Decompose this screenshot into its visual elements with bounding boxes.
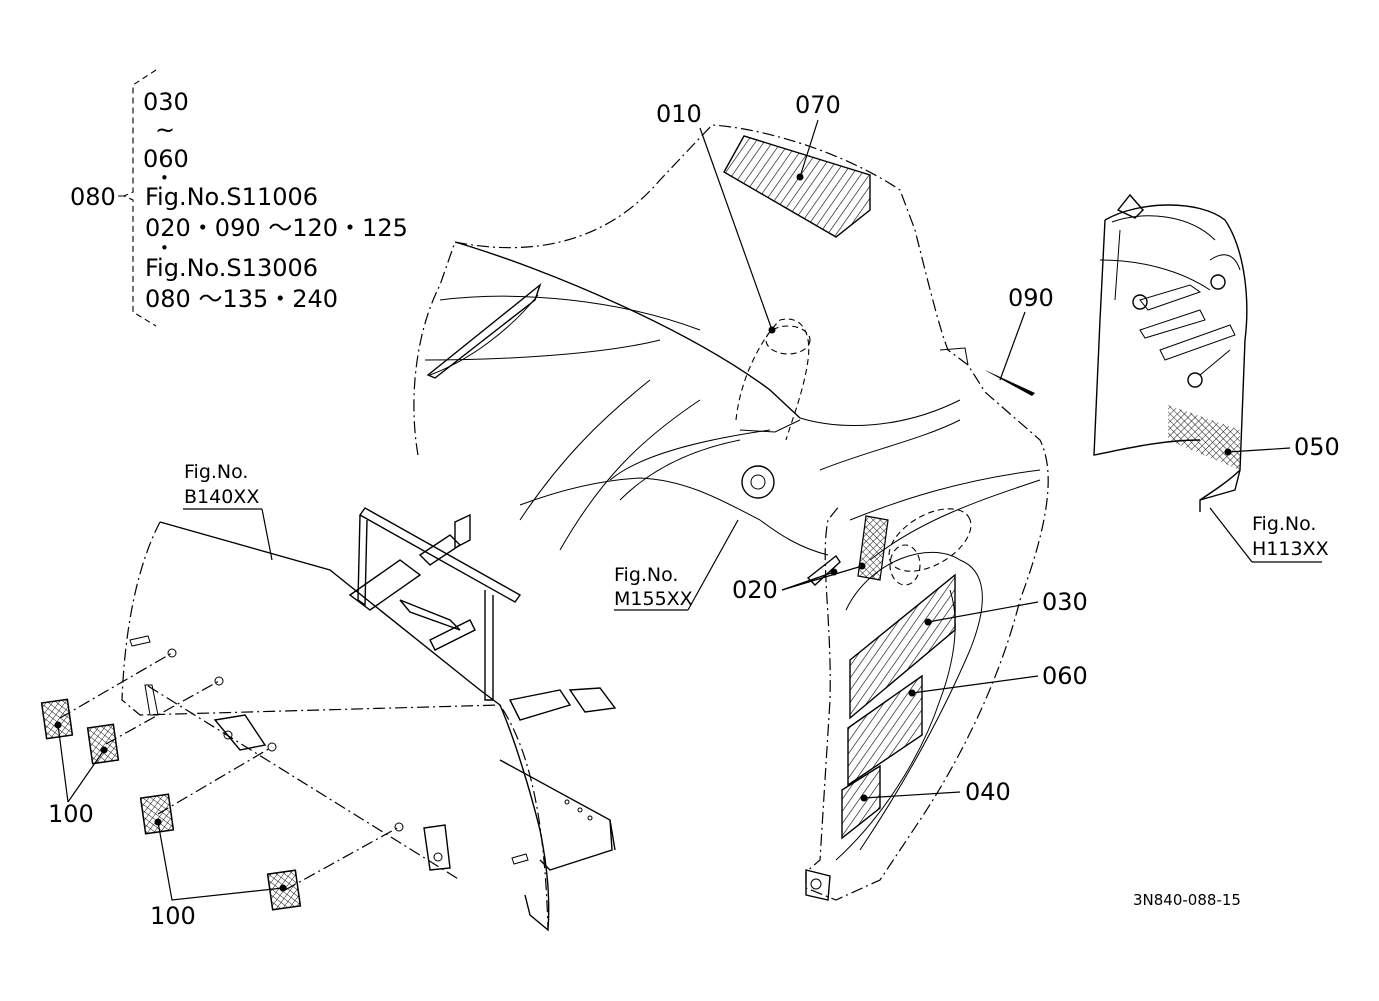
group-note-line-6: 020・090 ～120・125: [145, 214, 408, 242]
drawing-number: 3N840-088-15: [1133, 891, 1241, 909]
callout-070: 070: [795, 91, 841, 119]
figure-refs: Fig.No. B140XX Fig.No. M155XX Fig.No. H1…: [184, 461, 1329, 610]
callout-labels: 010 070 090 050 020 030 060 040 100 100: [48, 91, 1340, 930]
callout-090: 090: [1008, 284, 1054, 312]
hood-assembly: [413, 124, 1049, 901]
callout-040: 040: [965, 778, 1011, 806]
reflector-100-1: [40, 698, 74, 740]
callout-060: 060: [1042, 662, 1088, 690]
decal-020: [857, 515, 889, 581]
group-note-line-4: •: [160, 169, 169, 187]
decal-070: [723, 135, 871, 238]
fig-ref-h113-code: H113XX: [1252, 538, 1329, 560]
group-note-line-5: Fig.No.S11006: [145, 183, 318, 211]
group-note-line-8: Fig.No.S13006: [145, 254, 318, 282]
callout-010: 010: [656, 100, 702, 128]
group-note-ref: 080: [70, 183, 116, 211]
callout-050: 050: [1294, 433, 1340, 461]
group-note-line-1: 030: [143, 88, 189, 116]
group-note: 080 030 ~ 060 • Fig.No.S11006 020・090 ～1…: [70, 69, 408, 327]
side-panel: [1093, 193, 1248, 512]
reflector-centerlines: [59, 652, 461, 891]
fig-ref-m155-label: Fig.No.: [614, 564, 678, 586]
callout-100-bottom: 100: [150, 902, 196, 930]
callout-020: 020: [732, 576, 778, 604]
fig-ref-h113-label: Fig.No.: [1252, 513, 1316, 535]
group-note-line-9: 080 ～135・240: [145, 285, 338, 313]
decal-030: [849, 573, 956, 720]
reflector-100-3: [139, 793, 175, 835]
decal-090: [985, 370, 1035, 396]
group-note-line-7: •: [160, 239, 169, 257]
callout-100-left: 100: [48, 800, 94, 828]
group-note-line-2: ~: [155, 116, 175, 144]
reflector-100-2: [86, 723, 120, 765]
fig-ref-b140-label: Fig.No.: [184, 461, 248, 483]
leader-lines: [54, 119, 1322, 901]
group-note-line-3: 060: [143, 145, 189, 173]
fig-ref-b140-code: B140XX: [184, 486, 259, 508]
decal-050: [1168, 405, 1240, 470]
decal-040: [841, 764, 881, 840]
fig-ref-m155-code: M155XX: [614, 588, 693, 610]
callout-030: 030: [1042, 588, 1088, 616]
front-panel: [121, 507, 617, 932]
decal-060: [847, 674, 923, 787]
